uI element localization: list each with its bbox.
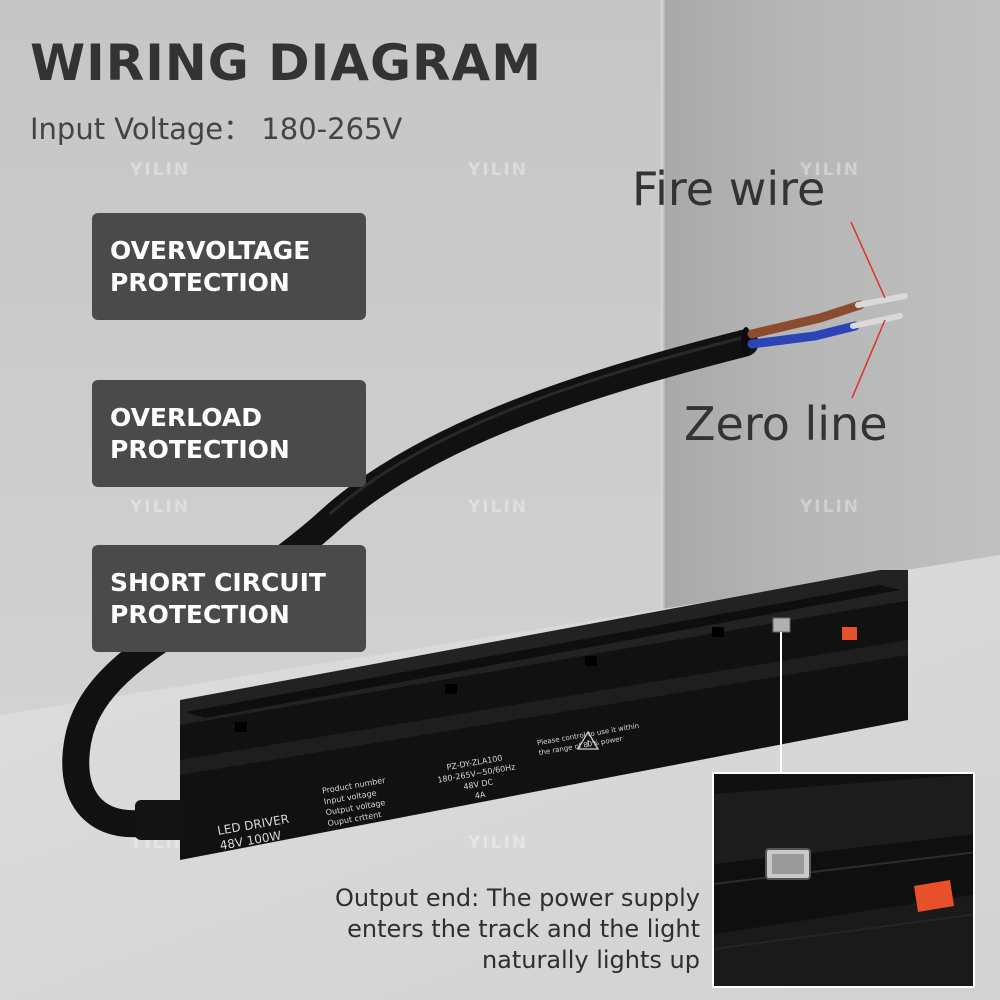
caption-line: Output end: The power supply (334, 884, 700, 912)
bare-copper-top (855, 293, 908, 308)
feature-line: PROTECTION (110, 267, 290, 297)
feature-short-circuit-box: SHORT CIRCUIT PROTECTION (92, 545, 366, 652)
output-caption: Output end: The power supply enters the … (335, 883, 700, 976)
bare-copper-bottom (850, 313, 903, 329)
warning-icon (576, 730, 600, 750)
slot (585, 656, 597, 666)
feature-line: OVERLOAD (110, 402, 262, 432)
page-title: WIRING DIAGRAM (30, 34, 542, 92)
input-voltage-label: Input Voltage： 180-265V (30, 112, 403, 146)
fire-wire-pointer (850, 221, 886, 299)
orange-terminal (842, 627, 857, 640)
output-closeup-inset (712, 772, 975, 988)
slot (235, 722, 247, 732)
watermark: YILIN (130, 497, 191, 517)
feature-line: OVERVOLTAGE (110, 235, 311, 265)
blue-wire (747, 321, 860, 349)
feature-line: SHORT CIRCUIT (110, 567, 326, 597)
feature-overload-box: OVERLOAD PROTECTION (92, 380, 366, 487)
svg-text:!: ! (586, 739, 590, 750)
feature-line: PROTECTION (110, 599, 290, 629)
fire-wire-label: Fire wire (632, 162, 826, 216)
slot (445, 684, 457, 694)
watermark: YILIN (800, 160, 861, 180)
brown-wire (747, 300, 865, 339)
feature-overvoltage-box: OVERVOLTAGE PROTECTION (92, 213, 366, 320)
closeup-illustration (714, 774, 973, 986)
watermark: YILIN (468, 833, 529, 853)
wall-edge (661, 0, 667, 1000)
caption-line: enters the track and the light (347, 915, 700, 943)
slot (712, 627, 724, 637)
driver-front-face (180, 600, 908, 860)
zero-line-label: Zero line (684, 397, 888, 451)
watermark: YILIN (800, 497, 861, 517)
driver-lower-ledge (180, 640, 908, 775)
orange-terminal-closeup (914, 880, 954, 912)
watermark: YILIN (130, 160, 191, 180)
feature-line: PROTECTION (110, 434, 290, 464)
cable-strain-relief (135, 800, 185, 840)
connector-pin (772, 617, 791, 633)
driver-top-track (185, 585, 900, 718)
zero-line-pointer (851, 319, 886, 399)
watermark: YILIN (468, 497, 529, 517)
caption-line: naturally lights up (481, 946, 700, 974)
watermark: YILIN (468, 160, 529, 180)
